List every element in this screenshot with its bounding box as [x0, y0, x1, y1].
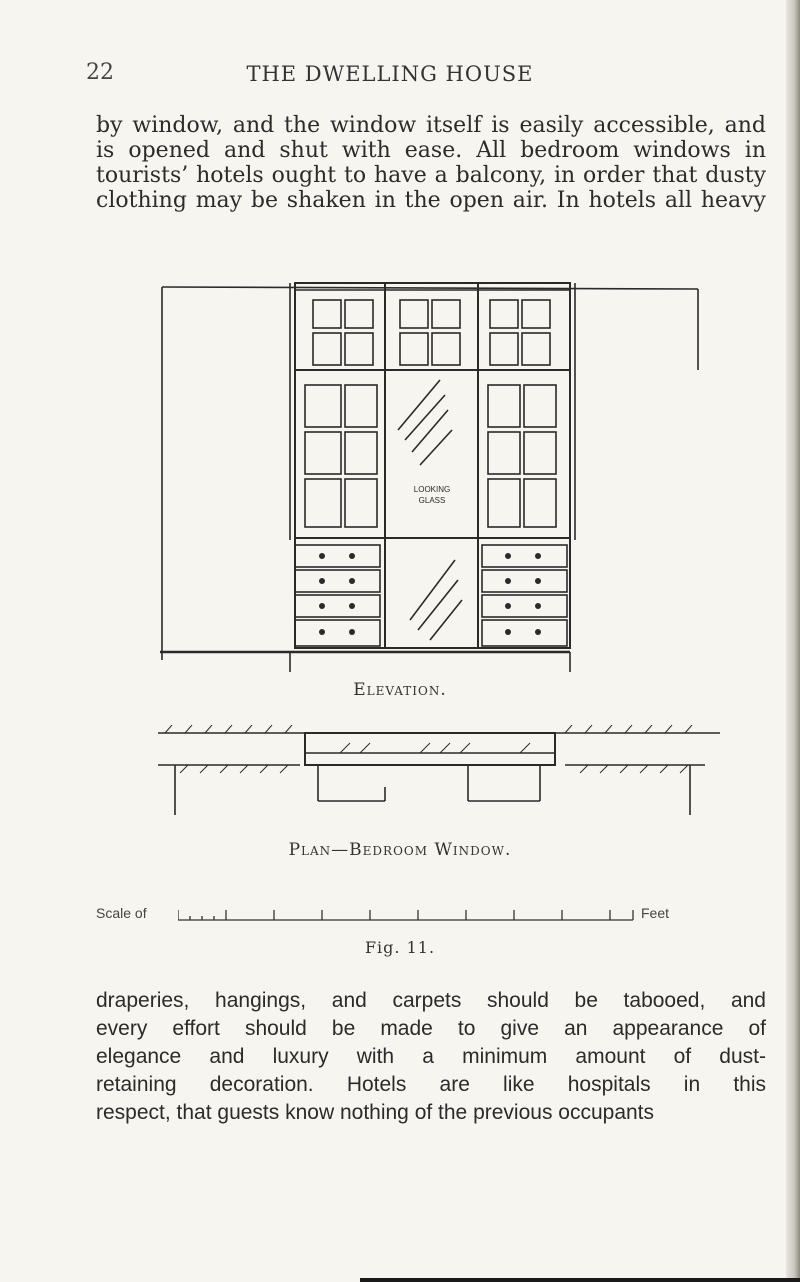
elevation-caption: Elevation. [353, 680, 447, 700]
text-line: tourists’ hotels ought to have a balcony… [96, 163, 766, 188]
scale-ruler [178, 910, 634, 921]
scale-bar: Scale of Feet [96, 900, 776, 930]
page-edge-shadow [786, 0, 800, 1282]
text-line: respect, that guests know nothing of the… [96, 1101, 655, 1124]
running-title: THE DWELLING HOUSE [246, 62, 534, 86]
glass-label-2: GLASS [419, 496, 446, 505]
page-header: 22 THE DWELLING HOUSE [0, 60, 800, 90]
page-number: 22 [86, 60, 114, 85]
text-line: is opened and shut with ease. All bedroo… [96, 138, 766, 163]
figure-label: Fig. 11. [364, 938, 436, 957]
glass-label-1: LOOKING [414, 485, 450, 494]
plan-caption: Plan—Bedroom Window. [288, 840, 512, 860]
text-line: retaining decoration. Hotels are like ho… [96, 1073, 766, 1096]
text-line: clothing may be shaken in the open air. … [96, 188, 766, 213]
scale-prefix: Scale of [96, 905, 147, 921]
elevation-drawing: LOOKING GLASS [160, 282, 699, 672]
page-bottom-edge [360, 1278, 800, 1282]
text-line: every effort should be made to give an a… [96, 1017, 766, 1040]
text-line: elegance and luxury with a minimum amoun… [96, 1045, 766, 1068]
text-line: draperies, hangings, and carpets should … [96, 989, 766, 1012]
paragraph-bottom: draperies, hangings, and carpets should … [96, 987, 766, 1127]
paragraph-top: by window, and the window itself is easi… [96, 113, 766, 213]
plan-drawing [158, 725, 720, 815]
scale-suffix: Feet [641, 905, 670, 921]
text-line: by window, and the window itself is easi… [96, 113, 766, 138]
